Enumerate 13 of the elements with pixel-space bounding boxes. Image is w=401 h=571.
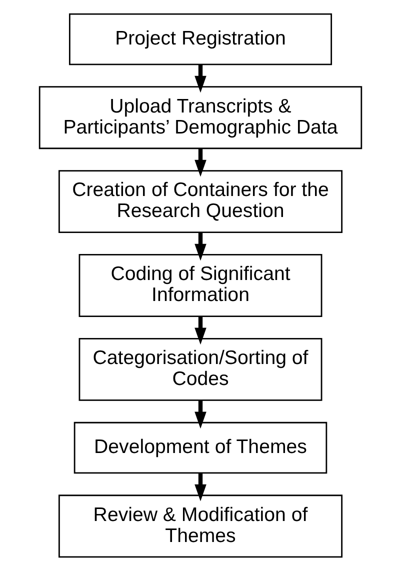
node-box: Development of Themes [74, 422, 328, 474]
arrow [194, 232, 206, 261]
arrow [194, 473, 206, 502]
node-box: Project Registration [68, 13, 332, 66]
node-box: Coding of Significant Information [78, 254, 322, 317]
node-box: Creation of Containers for the Research Question [58, 170, 343, 234]
arrow [194, 316, 206, 345]
node-box: Review & Modification of Themes [58, 494, 343, 558]
arrow [194, 148, 206, 177]
node-box: Categorisation/Sorting of Codes [78, 338, 322, 401]
node-box: Upload Transcripts & Participants’ Demographic Data [38, 86, 362, 150]
arrow [194, 400, 206, 429]
arrow [194, 64, 206, 93]
